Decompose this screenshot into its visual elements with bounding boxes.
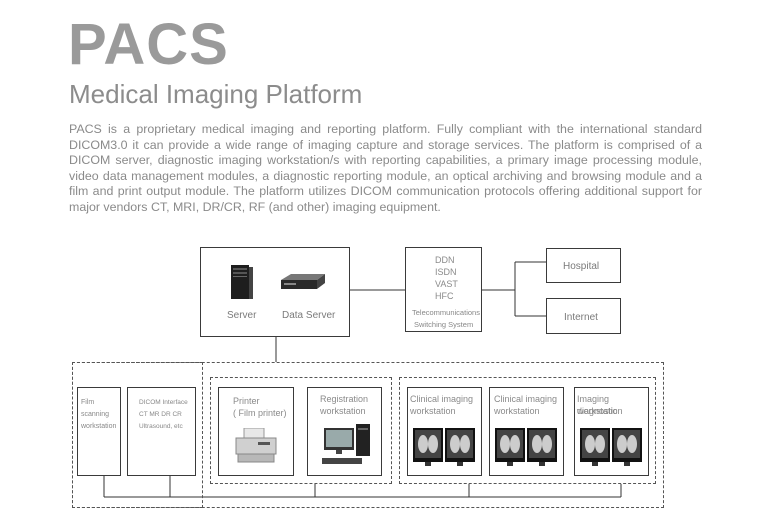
hospital-label: Hospital <box>563 261 600 272</box>
telecom-line-ddn: DDN <box>435 255 455 265</box>
hospital-box: Hospital <box>546 248 621 283</box>
server-tower-icon <box>231 265 253 299</box>
dual-monitor-icon <box>495 428 557 466</box>
dicom-line-1: DICOM Interface <box>139 399 188 406</box>
rack-server-icon <box>281 274 325 289</box>
telecom-line-hfc: HFC <box>435 291 454 301</box>
dicom-line-2: CT MR DR CR <box>139 411 182 418</box>
film-scanning-line-3: workstation <box>81 423 117 430</box>
internet-box: Internet <box>546 298 621 334</box>
clinical-2-line-2: workstation <box>494 406 540 416</box>
description-paragraph: PACS is a proprietary medical imaging an… <box>69 122 702 214</box>
imaging-diag-line-2: workstation <box>577 406 623 416</box>
telecom-line-isdn: ISDN <box>435 267 457 277</box>
registration-line-1: Registration <box>320 394 369 404</box>
telecom-caption-2: Switching System <box>414 320 474 329</box>
clinical-2-line-1: Clinical imaging <box>494 394 558 404</box>
film-scanning-box: Film scanning workstation <box>77 387 121 476</box>
clinical-workstation-1-box: Clinical imaging workstation <box>407 387 482 476</box>
registration-line-2: workstation <box>320 406 366 416</box>
data-server-label: Data Server <box>282 310 336 321</box>
imaging-diagnostic-box: Imaging diagnostic workstation <box>574 387 649 476</box>
dicom-line-3: Ultrasound, etc <box>139 423 183 430</box>
server-label: Server <box>227 310 257 321</box>
server-box: Server Data Server <box>200 247 350 337</box>
printer-box: Printer ( Film printer) <box>218 387 294 476</box>
printer-line-2: ( Film printer) <box>233 408 287 418</box>
printer-line-1: Printer <box>233 396 260 406</box>
clinical-workstation-2-box: Clinical imaging workstation <box>489 387 564 476</box>
dual-monitor-icon <box>580 428 642 466</box>
telecom-line-vast: VAST <box>435 279 458 289</box>
printer-icon <box>235 428 277 463</box>
page-title: PACS <box>68 12 229 77</box>
workstation-group <box>399 377 656 484</box>
input-group <box>72 362 203 508</box>
internet-label: Internet <box>564 312 598 323</box>
telecom-caption-1: Telecommunications <box>412 308 480 317</box>
page-subtitle: Medical Imaging Platform <box>69 79 363 109</box>
imaging-diag-line-1: Imaging diagnostic <box>577 394 618 416</box>
clinical-1-line-2: workstation <box>410 406 456 416</box>
dicom-interface-box: DICOM Interface CT MR DR CR Ultrasound, … <box>127 387 196 476</box>
dual-monitor-icon <box>413 428 475 466</box>
telecom-box: DDN ISDN VAST HFC Telecommunications Swi… <box>405 247 482 332</box>
output-group <box>210 377 392 484</box>
registration-box: Registration workstation <box>307 387 382 476</box>
film-scanning-line-2: scanning <box>81 411 110 418</box>
computer-icon <box>322 424 370 464</box>
film-scanning-line-1: Film <box>81 399 95 406</box>
clinical-1-line-1: Clinical imaging <box>410 394 474 404</box>
